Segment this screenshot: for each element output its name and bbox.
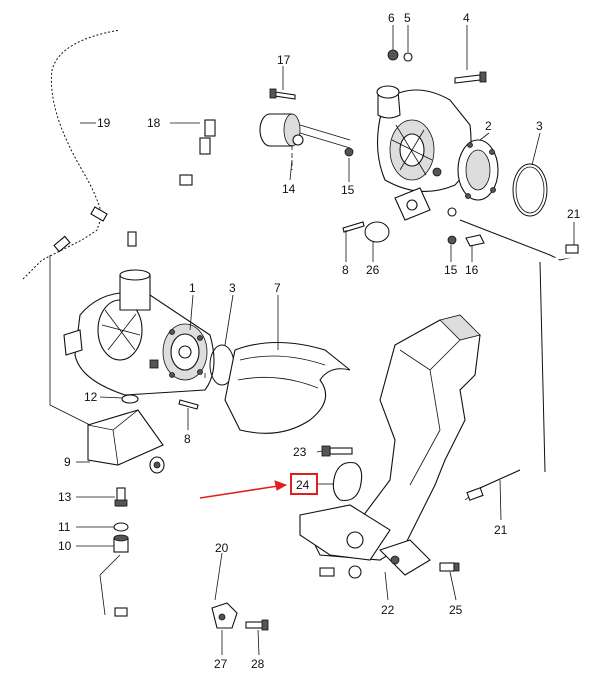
label-1: 1 bbox=[189, 281, 196, 295]
label-4: 4 bbox=[463, 11, 470, 25]
label-25: 25 bbox=[449, 603, 463, 617]
label-16: 16 bbox=[465, 263, 479, 277]
label-22: 22 bbox=[381, 603, 395, 617]
label-15-upper: 15 bbox=[341, 183, 355, 197]
left-turbocharger bbox=[49, 255, 351, 553]
label-21-upper: 21 bbox=[567, 207, 581, 221]
label-7: 7 bbox=[274, 281, 281, 295]
label-5: 5 bbox=[404, 11, 411, 25]
label-9: 9 bbox=[64, 455, 71, 469]
label-3-upper: 3 bbox=[536, 119, 543, 133]
highlight-arrow bbox=[199, 480, 288, 499]
sensor-part-27 bbox=[211, 602, 269, 631]
label-23: 23 bbox=[293, 445, 307, 459]
label-24: 24 bbox=[296, 478, 310, 492]
label-15-lower: 15 bbox=[444, 263, 458, 277]
label-17: 17 bbox=[277, 53, 291, 67]
hose-line-20 bbox=[99, 554, 362, 629]
label-26: 26 bbox=[366, 263, 380, 277]
label-10: 10 bbox=[58, 539, 72, 553]
label-18: 18 bbox=[147, 116, 161, 130]
label-21-lower: 21 bbox=[494, 523, 508, 537]
support-bracket-22 bbox=[299, 314, 521, 576]
label-3-lower: 3 bbox=[229, 281, 236, 295]
label-28: 28 bbox=[251, 657, 265, 671]
label-8-upper: 8 bbox=[342, 263, 349, 277]
part-labels: 19 18 17 6 5 4 2 3 14 15 8 26 15 16 21 1… bbox=[58, 11, 581, 671]
pipe-line-18 bbox=[127, 97, 222, 268]
label-27: 27 bbox=[214, 657, 228, 671]
label-19: 19 bbox=[97, 116, 111, 130]
label-20: 20 bbox=[215, 541, 229, 555]
leader-lines bbox=[76, 25, 575, 656]
label-13: 13 bbox=[58, 490, 72, 504]
hose-line-19 bbox=[20, 27, 121, 282]
seal-part-24 bbox=[332, 461, 363, 502]
label-6: 6 bbox=[388, 11, 395, 25]
highlight-box-24 bbox=[290, 473, 318, 495]
hose-line-21 bbox=[459, 219, 586, 473]
label-12: 12 bbox=[84, 390, 98, 404]
upper-right-turbocharger bbox=[259, 49, 548, 247]
label-14: 14 bbox=[282, 182, 296, 196]
label-2: 2 bbox=[485, 119, 492, 133]
label-11: 11 bbox=[58, 520, 71, 534]
label-8-lower: 8 bbox=[184, 432, 191, 446]
